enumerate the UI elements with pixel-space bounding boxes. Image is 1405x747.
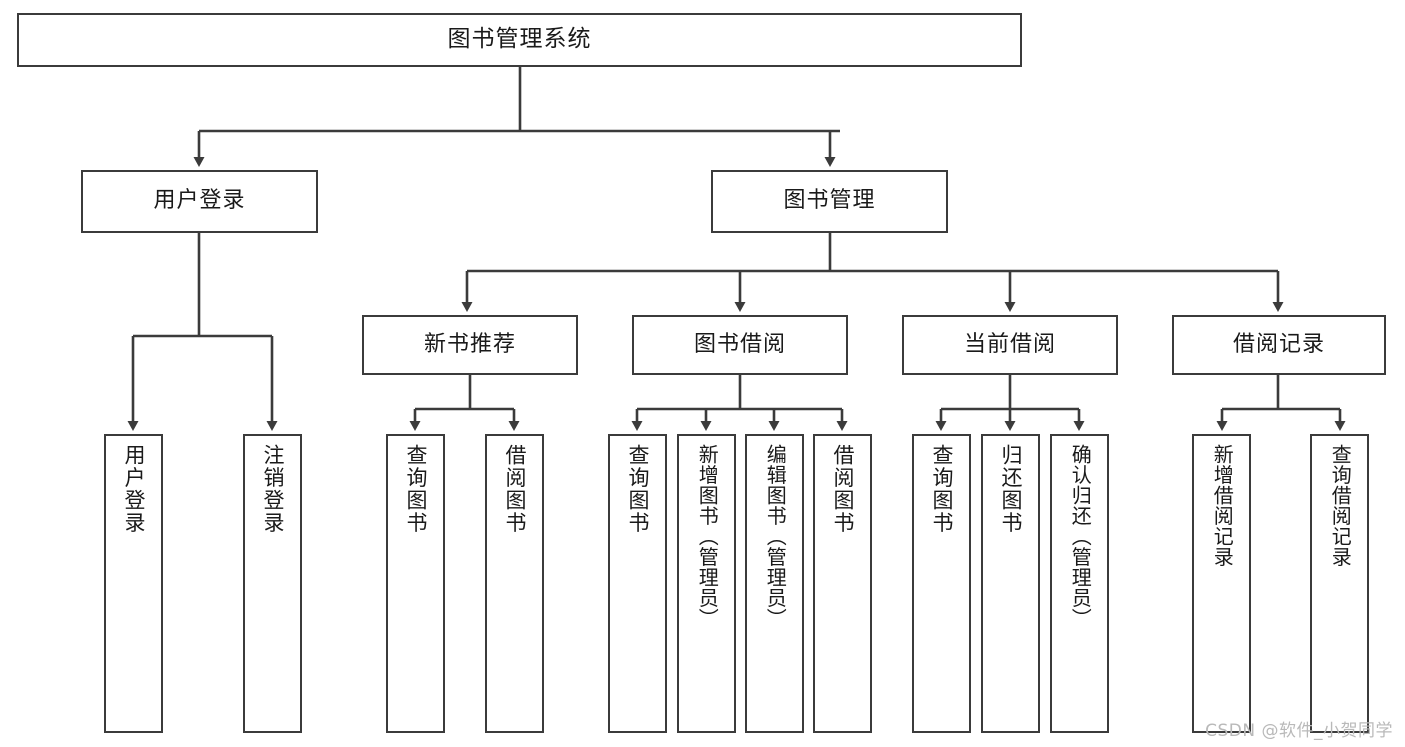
node-leaf-query-book-2[interactable]: 查询图书 [608, 434, 667, 733]
node-leaf-query-record-label: 查询借阅记录 [1328, 444, 1353, 567]
node-borrow-record[interactable]: 借阅记录 [1172, 315, 1386, 375]
node-leaf-borrow-book-2[interactable]: 借阅图书 [813, 434, 872, 733]
node-book-manage-label: 图书管理 [783, 188, 876, 214]
node-leaf-borrow-book-1-label: 借阅图书 [502, 444, 527, 534]
node-leaf-query-book-3[interactable]: 查询图书 [912, 434, 971, 733]
node-book-borrow[interactable]: 图书借阅 [632, 315, 848, 375]
watermark: CSDN @软件_小贺同学 [1205, 721, 1393, 741]
node-book-manage[interactable]: 图书管理 [711, 170, 948, 233]
node-leaf-borrow-book-2-label: 借阅图书 [830, 444, 855, 534]
node-leaf-query-record[interactable]: 查询借阅记录 [1310, 434, 1369, 733]
node-root[interactable]: 图书管理系统 [17, 13, 1022, 67]
node-book-borrow-label: 图书借阅 [693, 331, 786, 357]
node-leaf-borrow-book-1[interactable]: 借阅图书 [485, 434, 544, 733]
node-current-borrow-label: 当前借阅 [963, 331, 1056, 357]
node-leaf-user-login-label: 用户登录 [121, 444, 146, 534]
node-leaf-logout-label: 注销登录 [260, 444, 285, 534]
node-leaf-user-login[interactable]: 用户登录 [104, 434, 163, 733]
node-new-book-rec-label: 新书推荐 [423, 331, 516, 357]
node-leaf-add-book[interactable]: 新增图书（管理员） [677, 434, 736, 733]
node-borrow-record-label: 借阅记录 [1232, 331, 1325, 357]
node-root-label: 图书管理系统 [447, 26, 592, 53]
node-leaf-edit-book-label: 编辑图书（管理员） [763, 444, 788, 629]
node-leaf-query-book-2-label: 查询图书 [625, 444, 650, 534]
node-leaf-query-book-1[interactable]: 查询图书 [386, 434, 445, 733]
node-leaf-edit-book[interactable]: 编辑图书（管理员） [745, 434, 804, 733]
node-user-login-label: 用户登录 [153, 188, 246, 214]
node-leaf-confirm-return-label: 确认归还（管理员） [1068, 444, 1093, 629]
node-current-borrow[interactable]: 当前借阅 [902, 315, 1118, 375]
node-leaf-add-record[interactable]: 新增借阅记录 [1192, 434, 1251, 733]
node-leaf-query-book-3-label: 查询图书 [929, 444, 954, 534]
node-leaf-query-book-1-label: 查询图书 [403, 444, 428, 534]
node-user-login[interactable]: 用户登录 [81, 170, 318, 233]
node-leaf-add-record-label: 新增借阅记录 [1210, 444, 1235, 567]
node-new-book-rec[interactable]: 新书推荐 [362, 315, 578, 375]
node-leaf-add-book-label: 新增图书（管理员） [695, 444, 720, 629]
node-leaf-confirm-return[interactable]: 确认归还（管理员） [1050, 434, 1109, 733]
node-leaf-return-book-label: 归还图书 [998, 444, 1023, 534]
node-leaf-return-book[interactable]: 归还图书 [981, 434, 1040, 733]
node-leaf-logout[interactable]: 注销登录 [243, 434, 302, 733]
